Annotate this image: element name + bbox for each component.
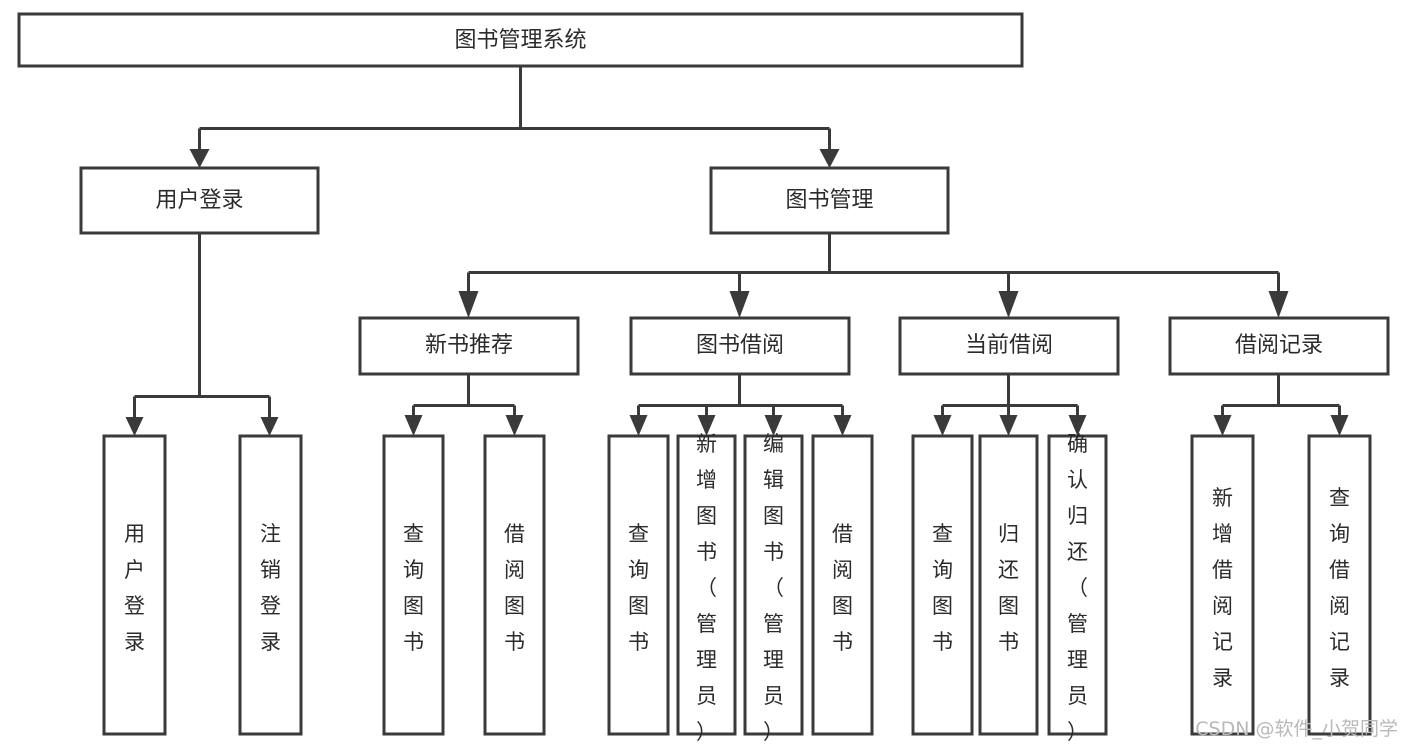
node-box-user-login[interactable] xyxy=(79,166,320,235)
node-nbr-query[interactable]: 查询图书 xyxy=(382,434,445,736)
node-cb-query[interactable]: 查询图书 xyxy=(911,434,974,736)
node-box-bb-edit[interactable] xyxy=(743,434,804,736)
arrowhead-user-login xyxy=(189,149,210,168)
node-user-login-leaf[interactable]: 用户登录 xyxy=(102,434,167,736)
node-box-bb-query[interactable] xyxy=(607,434,670,736)
node-label-borrow-record: 借阅记录 xyxy=(1235,333,1323,358)
node-label-user-login: 用户登录 xyxy=(155,188,243,213)
arrowhead-bb-query xyxy=(629,415,648,436)
arrowhead-bb-borrow xyxy=(833,415,852,436)
node-label-new-book-rec: 新书推荐 xyxy=(425,333,513,358)
arrowhead-current-borrow xyxy=(998,291,1019,318)
arrowhead-br-query xyxy=(1330,415,1349,436)
arrowhead-nbr-query xyxy=(404,415,423,436)
node-box-bb-borrow[interactable] xyxy=(811,434,874,736)
node-label-bb-query: 查询图书 xyxy=(628,522,649,654)
node-box-new-book-rec[interactable] xyxy=(358,316,580,376)
node-bb-query[interactable]: 查询图书 xyxy=(607,434,670,736)
node-user-login[interactable]: 用户登录 xyxy=(79,166,320,235)
node-box-cb-confirm[interactable] xyxy=(1047,434,1108,736)
arrowhead-bb-edit xyxy=(764,415,783,436)
node-new-book-rec[interactable]: 新书推荐 xyxy=(358,316,580,376)
node-label-user-login-leaf: 用户登录 xyxy=(124,522,145,654)
node-box-user-logout-leaf[interactable] xyxy=(238,434,303,736)
node-box-br-add[interactable] xyxy=(1190,434,1255,736)
node-box-user-login-leaf[interactable] xyxy=(102,434,167,736)
node-label-cb-return: 归还图书 xyxy=(998,522,1019,654)
arrowhead-borrow-record xyxy=(1268,291,1289,318)
arrowhead-new-book-rec xyxy=(458,291,479,318)
node-label-nbr-query: 查询图书 xyxy=(403,522,424,654)
connector-layer xyxy=(125,66,1349,436)
node-box-cb-query[interactable] xyxy=(911,434,974,736)
node-box-book-manage[interactable] xyxy=(709,166,950,235)
node-root[interactable]: 图书管理系统 xyxy=(17,12,1024,68)
node-book-borrow[interactable]: 图书借阅 xyxy=(629,316,851,376)
node-box-nbr-borrow[interactable] xyxy=(483,434,546,736)
node-label-br-add: 新增借阅记录 xyxy=(1212,486,1233,690)
node-label-nbr-borrow: 借阅图书 xyxy=(504,522,525,654)
node-label-book-borrow: 图书借阅 xyxy=(696,333,784,358)
node-label-root: 图书管理系统 xyxy=(454,28,586,53)
node-book-manage[interactable]: 图书管理 xyxy=(709,166,950,235)
node-bb-edit[interactable]: 编辑图书（管理员） xyxy=(743,432,804,744)
node-br-add[interactable]: 新增借阅记录 xyxy=(1190,434,1255,736)
node-cb-confirm[interactable]: 确认归还（管理员） xyxy=(1047,432,1108,744)
node-label-bb-edit: 编辑图书（管理员） xyxy=(763,432,784,744)
node-bb-add[interactable]: 新增图书（管理员） xyxy=(676,432,737,744)
node-br-query[interactable]: 查询借阅记录 xyxy=(1307,434,1372,736)
node-layer: 图书管理系统 用户登录 图书管理 新书推荐 图书借阅 xyxy=(17,12,1390,744)
node-label-bb-borrow: 借阅图书 xyxy=(832,522,853,654)
node-current-borrow[interactable]: 当前借阅 xyxy=(898,316,1120,376)
node-box-br-query[interactable] xyxy=(1307,434,1372,736)
node-box-bb-add[interactable] xyxy=(676,434,737,736)
arrowhead-cb-query xyxy=(933,415,952,436)
arrowhead-user-login-leaf xyxy=(125,417,144,436)
node-box-cb-return[interactable] xyxy=(978,434,1039,736)
node-box-root[interactable] xyxy=(17,12,1024,68)
node-label-book-manage: 图书管理 xyxy=(785,188,873,213)
arrowhead-br-add xyxy=(1213,415,1232,436)
node-label-cb-confirm: 确认归还（管理员） xyxy=(1067,432,1088,744)
arrowhead-bb-add xyxy=(697,415,716,436)
csdn-watermark: CSDN @软件_小贺同学 xyxy=(1195,718,1398,740)
node-box-borrow-record[interactable] xyxy=(1168,316,1390,376)
arrowhead-book-manage xyxy=(819,149,840,168)
node-borrow-record[interactable]: 借阅记录 xyxy=(1168,316,1390,376)
arrowhead-cb-confirm xyxy=(1068,415,1087,436)
node-user-logout-leaf[interactable]: 注销登录 xyxy=(238,434,303,736)
node-label-cb-query: 查询图书 xyxy=(932,522,953,654)
node-label-bb-add: 新增图书（管理员） xyxy=(696,432,717,744)
node-label-br-query: 查询借阅记录 xyxy=(1329,486,1350,690)
node-nbr-borrow[interactable]: 借阅图书 xyxy=(483,434,546,736)
node-bb-borrow[interactable]: 借阅图书 xyxy=(811,434,874,736)
arrowhead-user-logout-leaf xyxy=(260,417,279,436)
node-label-user-logout-leaf: 注销登录 xyxy=(260,522,281,654)
node-box-current-borrow[interactable] xyxy=(898,316,1120,376)
arrowhead-nbr-borrow xyxy=(505,415,524,436)
node-label-current-borrow: 当前借阅 xyxy=(965,333,1053,358)
arrowhead-book-borrow xyxy=(729,291,750,318)
arrowhead-cb-return xyxy=(999,415,1018,436)
node-box-book-borrow[interactable] xyxy=(629,316,851,376)
node-cb-return[interactable]: 归还图书 xyxy=(978,434,1039,736)
node-box-nbr-query[interactable] xyxy=(382,434,445,736)
